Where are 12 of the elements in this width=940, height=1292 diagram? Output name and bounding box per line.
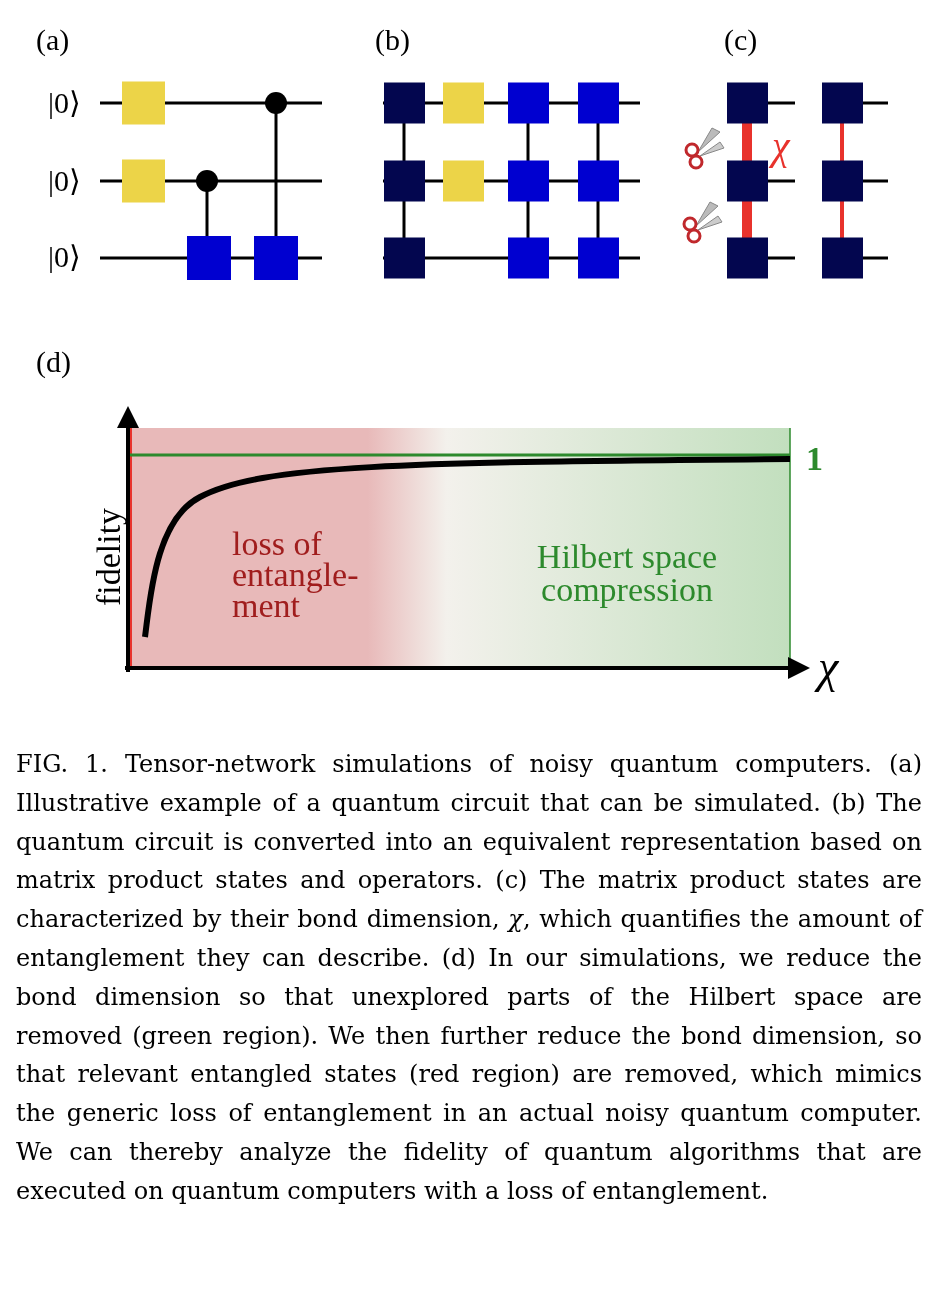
panel-label: (d) — [36, 347, 71, 377]
panel-label: (a) — [36, 25, 70, 55]
state-label: |0⟩ — [48, 166, 81, 196]
panel-label: (b) — [375, 25, 410, 55]
region-label: Hilbert space compression — [535, 540, 719, 606]
panel-label: (c) — [724, 25, 758, 55]
state-label: |0⟩ — [48, 88, 81, 118]
figure-caption: FIG. 1. Tensor-network simulations of noisy quantum computers. (a) Illustrative example of a quantum circuit that can be simulated. (b) The quantum circuit is converted into an equivalent representation based on matrix product states and operators. (c) The matrix product states are characterized by their bond dimension, χ, which quantifies the amount of entanglement they can describe. (d) In our simulations, we reduce the bond dimension so that unexplored parts of the Hilbert space are removed (green region). We then further reduce the bond dimension, so that relevant entangled states (red region) are removed, which mimics the generic loss of entanglement in an actual noisy quantum computer. We can thereby analyze the fidelity of quantum algorithms that are executed on quantum computers with a loss of entanglement. — [16, 749, 922, 1207]
axis-label: fidelity — [92, 507, 127, 607]
value-label: 1 — [806, 442, 823, 476]
region-label: loss of entangle- ment — [232, 528, 360, 621]
state-label: |0⟩ — [48, 242, 81, 272]
